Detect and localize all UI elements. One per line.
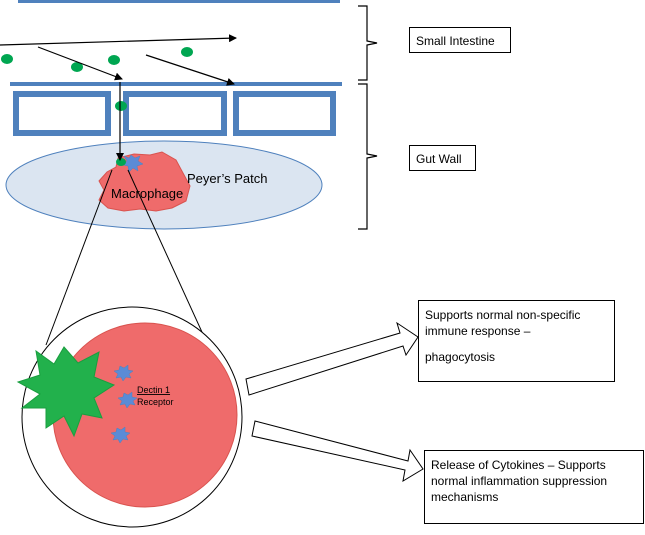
receptor-small [122,154,144,173]
flow-arrow [37,46,123,81]
particle-green [71,62,83,72]
dectin-receptor [113,364,134,382]
gut-wall-cells [13,91,336,136]
phagocytosis-text-line1: Supports normal non-specific [425,308,581,322]
flow-arrow [0,34,237,46]
particle-green [116,158,126,166]
particle-green [115,101,127,111]
small-intestine-label: Small Intestine [416,34,495,48]
particle-green [181,47,193,57]
macrophage-label: Macrophage [111,186,183,201]
gut-wall-box: Gut Wall [409,145,476,171]
gut-wall-label: Gut Wall [416,152,462,166]
intestine-bottom-wall [10,82,342,86]
lumen-particles [1,47,193,111]
small-intestine-brace [358,5,378,81]
dectin-receptor [117,391,138,409]
cytokines-text-line1: Release of Cytokines – Supports [431,458,606,472]
cytokines-text-line3: mechanisms [431,490,499,504]
phagocytosis-box: Supports normal non-specific immune resp… [418,300,615,382]
particle-green [1,54,13,64]
receptor-label: Receptor [137,397,174,407]
cytokines-text-line2: normal inflammation suppression [431,474,608,488]
macrophage-cell [98,151,191,212]
phagocytosis-text-line3: phagocytosis [425,350,496,364]
cytokines-box: Release of Cytokines – Supports normal i… [424,450,644,524]
zoom-line [45,169,113,346]
peyers-patch-label: Peyer’s Patch [187,171,267,186]
block-arrow-top [245,321,419,396]
yeast-particle [16,346,116,438]
gut-wall-brace [358,83,378,230]
block-arrow-bottom [251,420,424,482]
flow-arrow [145,54,235,86]
phagocytosis-text-line2: immune response – [425,324,531,338]
dectin-label: Dectin 1 [137,385,170,395]
particle-green [108,55,120,65]
intestine-top-wall [18,0,340,3]
dectin-receptor [110,426,131,444]
small-intestine-box: Small Intestine [409,27,511,53]
